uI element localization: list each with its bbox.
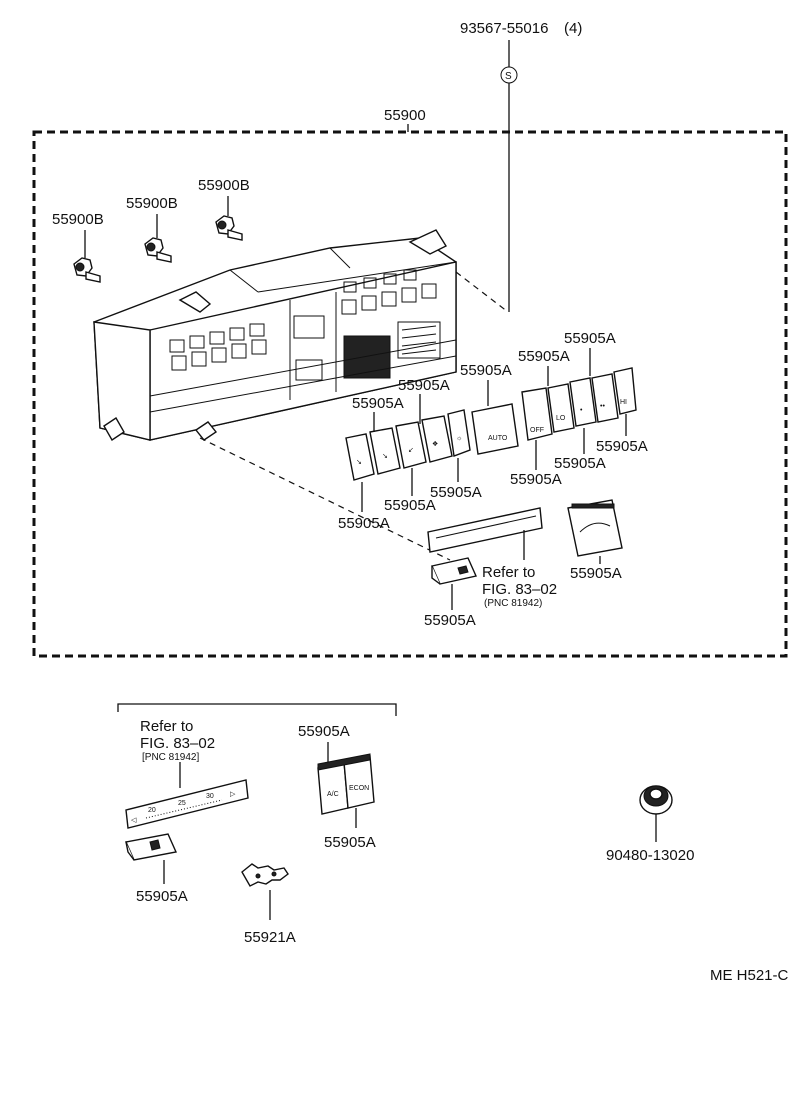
label-bulb-3: 55900B: [198, 177, 250, 194]
climate-control-panel-housing: [93, 229, 457, 441]
label-knob-a4: 55905A: [398, 377, 450, 394]
scale-tick-20: 20: [148, 807, 156, 814]
button-auto: AUTO: [471, 403, 519, 455]
button-mode-icon-5: ☼: [456, 435, 462, 442]
label-knob-a7: 55905A: [554, 455, 606, 472]
s-symbol-letter: S: [505, 71, 512, 82]
slider-knob-icon: [431, 557, 477, 585]
button-lo-label: LO: [556, 415, 566, 422]
label-bolt-part-number: 93567-55016: [460, 20, 548, 37]
label-knob-a8: 55905A: [510, 471, 562, 488]
mounting-tab-left: [178, 291, 212, 313]
refer-note-1-line2: FIG. 83–02: [482, 581, 557, 598]
leaders-group-frame: [361, 348, 627, 610]
recirculation-button-icon: [567, 499, 623, 557]
label-knob-b2: 55905A: [298, 723, 350, 740]
label-knob-a10: 55905A: [430, 484, 482, 501]
button-ac-label: A/C: [327, 791, 339, 798]
label-knob-a9: 55905A: [384, 497, 436, 514]
button-fan-mid2-icon: ••: [600, 403, 605, 410]
button-hi-label: HI: [620, 399, 627, 406]
label-assembly-55900: 55900: [384, 107, 426, 124]
guide-line-right: [455, 271, 509, 313]
label-knob-a6: 55905A: [596, 438, 648, 455]
scale-left-arrow-icon: ◁: [131, 817, 137, 824]
label-knob-b3: 55905A: [324, 834, 376, 851]
label-knob-b1: 55905A: [136, 888, 188, 905]
grommet-icon: [639, 785, 673, 815]
button-group-right: OFF LO • •• HI: [521, 367, 637, 441]
bulb-icon-1: [73, 257, 101, 283]
scale-tick-25: 25: [178, 800, 186, 807]
button-mode-icon-3: ↙: [408, 447, 414, 454]
label-knob-a11: 55905A: [338, 515, 390, 532]
guide-line-lower: [199, 437, 451, 561]
label-bulb-2: 55900B: [126, 195, 178, 212]
s-symbol-icon: S: [500, 66, 518, 84]
temperature-scale-plate: ◁ ▷ 20 25 30: [125, 779, 249, 829]
label-knob-a12: 55905A: [570, 565, 622, 582]
clip-icon: [241, 863, 289, 887]
panel-center-display: [343, 335, 391, 379]
button-mode-icon-4: ❖: [432, 441, 438, 448]
ac-econ-button-pair: A/C ECON: [317, 753, 375, 815]
refer-note-2-pnc: [PNC 81942]: [142, 752, 199, 763]
refer-note-1-line1: Refer to: [482, 564, 535, 581]
label-knob-a5: 55905A: [352, 395, 404, 412]
lower-slider-knob-icon: [125, 833, 177, 861]
label-grommet: 90480-13020: [606, 847, 694, 864]
temperature-slide-plate: [427, 507, 543, 553]
panel-vent-grille: [397, 321, 441, 359]
button-mode-icon-1: ↘: [356, 459, 362, 466]
button-econ-label: ECON: [349, 785, 369, 792]
label-knob-a1: 55905A: [564, 330, 616, 347]
panel-switch-openings: [169, 269, 437, 381]
button-off-label: OFF: [530, 427, 544, 434]
scale-tick-30: 30: [206, 793, 214, 800]
button-group-left: ↘ ↘ ↙ ❖ ☼: [345, 409, 471, 481]
optional-group-bracket: [117, 703, 397, 716]
scale-right-arrow-icon: ▷: [230, 791, 236, 798]
refer-note-2-line2: FIG. 83–02: [140, 735, 215, 752]
button-mode-icon-2: ↘: [382, 453, 388, 460]
slide-plate-groove: [435, 515, 537, 539]
refer-note-2-line1: Refer to: [140, 718, 193, 735]
label-clip: 55921A: [244, 929, 296, 946]
label-knob-a3: 55905A: [460, 362, 512, 379]
mounting-tab-right: [408, 229, 448, 255]
button-auto-label: AUTO: [488, 435, 508, 442]
label-knob-a13: 55905A: [424, 612, 476, 629]
assembly-group-frame: [32, 130, 788, 658]
label-bulb-1: 55900B: [52, 211, 104, 228]
refer-note-1-pnc: (PNC 81942): [484, 598, 542, 609]
label-knob-a2: 55905A: [518, 348, 570, 365]
button-fan-mid-icon: •: [580, 407, 583, 414]
bulb-icon-3: [215, 215, 243, 241]
bulb-icon-2: [144, 237, 172, 263]
label-bolt-quantity: (4): [564, 20, 582, 37]
diagram-code: ME H521-C: [710, 967, 789, 984]
